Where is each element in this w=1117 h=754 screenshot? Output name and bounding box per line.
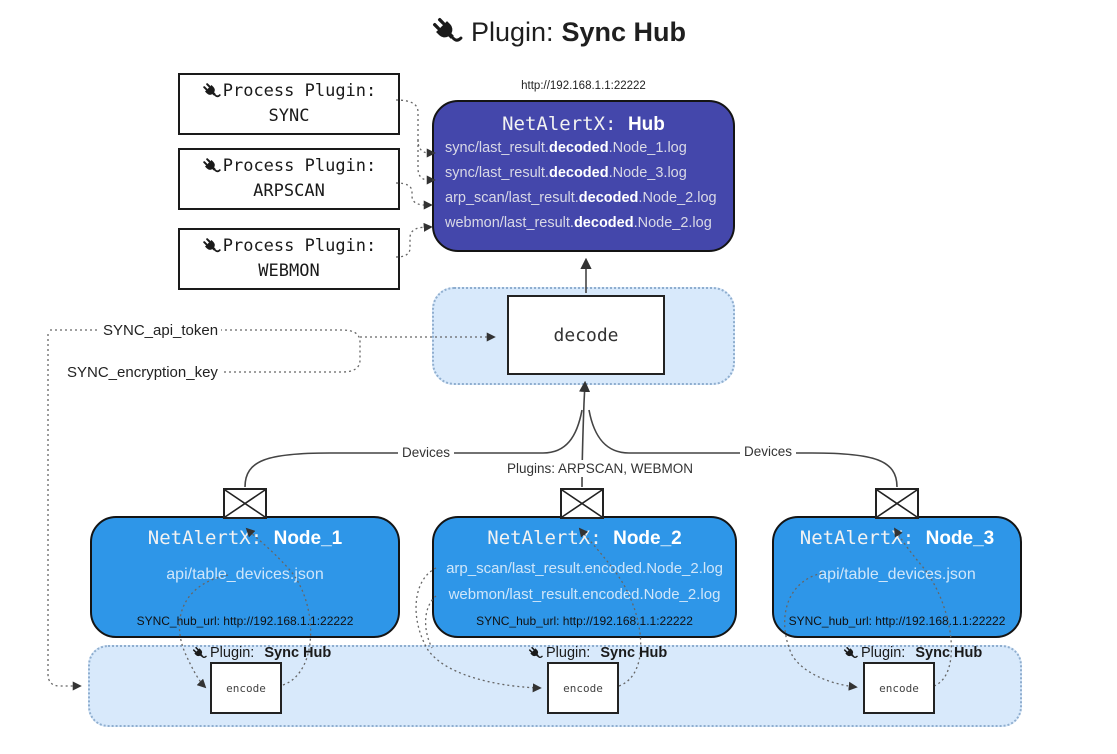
- hub-title: NetAlertX: Hub: [502, 113, 665, 135]
- band-plugin-label: Plugin: Sync Hub: [843, 645, 982, 661]
- encode-box: encode: [547, 662, 619, 714]
- node-box-node1: NetAlertX: Node_1 api/table_devices.json…: [90, 516, 400, 638]
- plugins-center-label: Plugins: ARPSCAN, WEBMON: [503, 460, 698, 477]
- plug-icon: [430, 16, 463, 48]
- process-plugin-box-sync: Process Plugin: SYNC: [178, 73, 400, 135]
- hub-log-line: sync/last_result.decoded.Node_3.log: [445, 165, 687, 181]
- process-plugin-name: WEBMON: [258, 261, 320, 281]
- process-plugin-name: SYNC: [268, 106, 310, 126]
- envelope-icon: [560, 488, 604, 519]
- page-title-prefix: Plugin:: [470, 16, 554, 47]
- process-plugin-name: ARPSCAN: [253, 181, 325, 201]
- plug-icon: [201, 156, 221, 176]
- node-log-line: webmon/last_result.encoded.Node_2.log: [448, 586, 721, 603]
- hub-url-label: http://192.168.1.1:22222: [521, 80, 646, 92]
- hub-box: NetAlertX: Hub sync/last_result.decoded.…: [432, 100, 735, 252]
- decode-box: decode: [507, 295, 665, 375]
- node-log-line: api/table_devices.json: [166, 566, 324, 583]
- node-hub-url: SYNC_hub_url: http://192.168.1.1:22222: [476, 614, 693, 628]
- process-plugin-label: Process Plugin:: [222, 155, 377, 176]
- process-plugin-label: Process Plugin:: [222, 80, 377, 101]
- node-log-line: arp_scan/last_result.encoded.Node_2.log: [446, 560, 723, 577]
- node-box-node3: NetAlertX: Node_3 api/table_devices.json…: [772, 516, 1022, 638]
- sync-api-token-label: SYNC_api_token: [100, 322, 222, 339]
- hub-log-line: arp_scan/last_result.decoded.Node_2.log: [445, 190, 717, 206]
- plug-icon: [843, 645, 858, 661]
- node-hub-url: SYNC_hub_url: http://192.168.1.1:22222: [136, 614, 354, 628]
- envelope-icon: [875, 488, 919, 519]
- plug-icon: [528, 645, 543, 661]
- node-log-line: api/table_devices.json: [818, 566, 976, 583]
- process-plugin-box-webmon: Process Plugin: WEBMON: [178, 228, 400, 290]
- hub-log-line: webmon/last_result.decoded.Node_2.log: [445, 215, 712, 231]
- process-plugin-label: Process Plugin:: [222, 235, 377, 256]
- encode-box: encode: [863, 662, 935, 714]
- plug-icon: [201, 81, 221, 101]
- node-title: NetAlertX: Node_3: [799, 527, 995, 549]
- page-title-name: Sync Hub: [561, 16, 687, 47]
- encode-box: encode: [210, 662, 282, 714]
- node-title: NetAlertX: Node_1: [147, 527, 343, 549]
- devices-right-label: Devices: [740, 443, 797, 460]
- hub-log-line: sync/last_result.decoded.Node_1.log: [445, 140, 687, 156]
- devices-left-label: Devices: [398, 444, 455, 461]
- node-box-node2: NetAlertX: Node_2 arp_scan/last_result.e…: [432, 516, 737, 638]
- envelope-icon: [223, 488, 267, 519]
- process-plugin-box-arpscan: Process Plugin: ARPSCAN: [178, 148, 400, 210]
- page-title: Plugin: Sync Hub: [0, 16, 1117, 48]
- node-hub-url: SYNC_hub_url: http://192.168.1.1:22222: [788, 614, 1006, 628]
- plug-icon: [201, 236, 221, 256]
- band-plugin-label: Plugin: Sync Hub: [528, 645, 667, 661]
- sync-encryption-key-label: SYNC_encryption_key: [64, 364, 221, 381]
- node-title: NetAlertX: Node_2: [487, 527, 682, 549]
- band-plugin-label: Plugin: Sync Hub: [192, 645, 331, 661]
- plug-icon: [192, 645, 207, 661]
